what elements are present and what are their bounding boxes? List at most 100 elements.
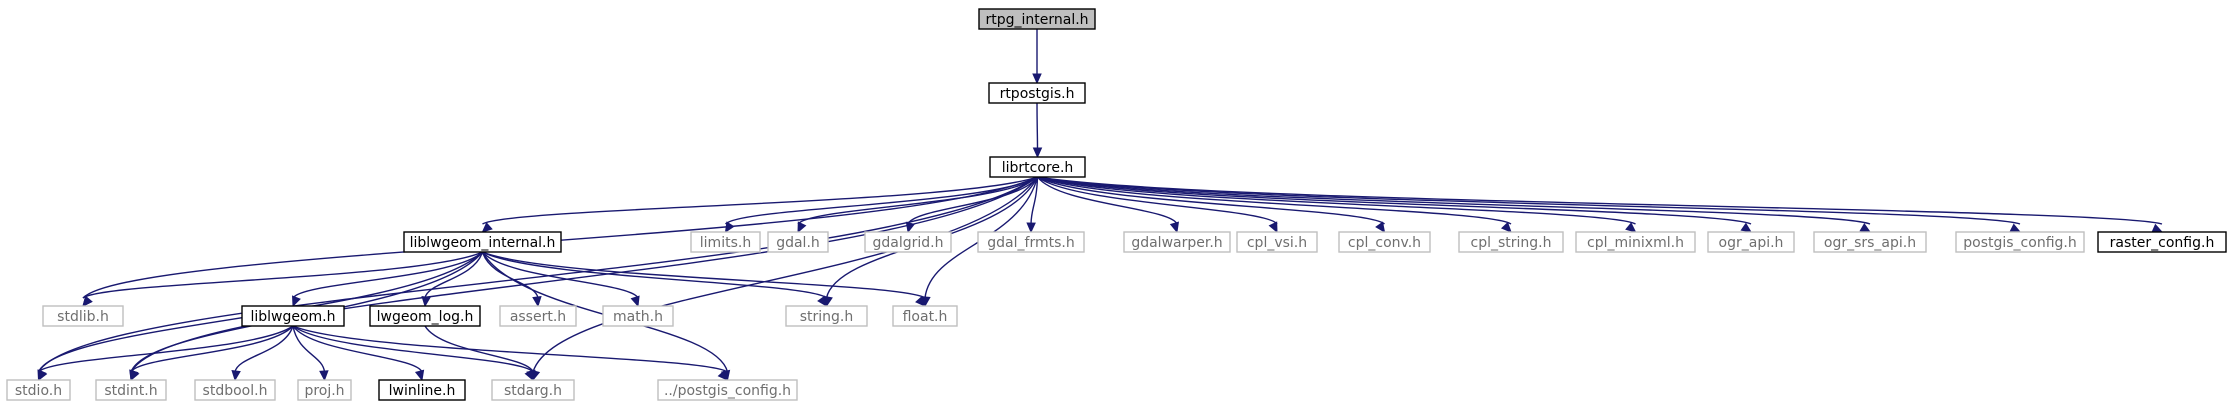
- node-box: [978, 8, 1096, 30]
- edge-librtcore-to-gdalgrid: [907, 176, 1039, 225]
- node-label: float.h: [903, 309, 948, 325]
- arrowhead-liblwgeom-to-stdint: [129, 369, 139, 382]
- node-stdio: stdio.h: [6, 379, 71, 401]
- node-cpl-string: cpl_string.h: [1458, 231, 1564, 253]
- edge-liblwgeom-to-stdio: [37, 325, 294, 373]
- node-box: [194, 379, 276, 401]
- node-stdarg: stdarg.h: [491, 379, 575, 401]
- node-label: string.h: [800, 309, 854, 325]
- node-label: rtpg_internal.h: [985, 12, 1088, 28]
- node-postgis-config: postgis_config.h: [1955, 231, 2085, 253]
- arrowhead-librtcore-to-ogr_srs_api: [1859, 223, 1872, 233]
- edge-liblwgeom-to-stdint: [130, 325, 294, 373]
- node-box: [1707, 231, 1795, 253]
- node-cpl-vsi: cpl_vsi.h: [1236, 231, 1318, 253]
- edge-liblwgeom-to-lwinline: [292, 325, 423, 373]
- node-librtcore[interactable]: librtcore.h: [989, 156, 1086, 178]
- node-label: limits.h: [700, 235, 751, 251]
- node-label: liblwgeom_internal.h: [410, 235, 556, 251]
- arrowhead-librtcore-to-raster_config: [2151, 223, 2164, 233]
- node-box: [988, 82, 1086, 104]
- node-rtpg-internal[interactable]: rtpg_internal.h: [978, 8, 1096, 30]
- node-label: raster_config.h: [2110, 235, 2215, 251]
- node-gdal: gdal.h: [767, 231, 829, 253]
- node-label: stdio.h: [15, 383, 62, 399]
- arrowhead-liblwgeom_internal-to-liblwgeom: [292, 295, 301, 308]
- node-lwinline[interactable]: lwinline.h: [378, 379, 466, 401]
- node-liblwgeom[interactable]: liblwgeom.h: [241, 305, 345, 327]
- node-label: ogr_srs_api.h: [1824, 235, 1916, 251]
- node-layer: rtpg_internal.h rtpostgis.h librtcore.h lib…: [6, 8, 2227, 401]
- node-rtpostgis[interactable]: rtpostgis.h: [988, 82, 1086, 104]
- node-box: [1458, 231, 1564, 253]
- node-box: [403, 231, 562, 253]
- node-label: ogr_api.h: [1719, 235, 1784, 251]
- node-ogr-srs-api: ogr_srs_api.h: [1813, 231, 1927, 253]
- arrowhead-librtcore-to-liblwgeom_internal: [481, 222, 493, 233]
- node-box: [690, 231, 761, 253]
- edge-librtcore-to-cpl_vsi: [1037, 176, 1278, 225]
- node-label: cpl_minixml.h: [1587, 235, 1684, 251]
- node-label: gdalgrid.h: [873, 235, 944, 251]
- node-box: [1575, 231, 1696, 253]
- node-box: [1236, 231, 1318, 253]
- arrowhead-liblwgeom-to-proj: [319, 370, 329, 382]
- node-box: [297, 379, 352, 401]
- node-box: [1123, 231, 1231, 253]
- node-box: [657, 379, 798, 401]
- node-lwgeom-log[interactable]: lwgeom_log.h: [369, 305, 481, 327]
- node-label: math.h: [613, 309, 663, 325]
- node-box: [491, 379, 575, 401]
- edge-librtcore-to-cpl_minixml: [1037, 176, 1636, 225]
- arrowhead-liblwgeom_internal-to-math: [630, 295, 640, 308]
- arrowhead-lwgeom_log-to-stdarg: [526, 369, 536, 382]
- node-box: [1338, 231, 1431, 253]
- node-label: gdal_frmts.h: [987, 235, 1074, 251]
- node-box: [499, 305, 577, 327]
- edge-liblwgeom-to-postgis_config_rel: [292, 325, 728, 373]
- node-box: [6, 379, 71, 401]
- node-assert: assert.h: [499, 305, 577, 327]
- node-stdint: stdint.h: [95, 379, 167, 401]
- node-raster-config[interactable]: raster_config.h: [2097, 231, 2227, 253]
- edge-liblwgeom_internal-to-float: [482, 251, 926, 299]
- node-label: stdlib.h: [57, 309, 109, 325]
- edge-librtcore-to-ogr_api: [1037, 176, 1752, 225]
- arrowhead-librtcore-to-cpl_string: [1500, 221, 1512, 233]
- arrowhead-liblwgeom-to-postgis_config_rel: [717, 369, 729, 381]
- node-box: [864, 231, 952, 253]
- node-label: cpl_conv.h: [1348, 235, 1421, 251]
- edge-librtcore-to-stdio: [37, 176, 1038, 373]
- arrowhead-liblwgeom_internal-to-stdlib: [82, 295, 93, 307]
- arrowhead-librtcore-to-gdalwarper: [1169, 221, 1180, 234]
- node-gdal-frmts: gdal_frmts.h: [977, 231, 1085, 253]
- node-proj: proj.h: [297, 379, 352, 401]
- edge-librtcore-to-cpl_string: [1037, 176, 1512, 225]
- node-liblwgeom-internal[interactable]: liblwgeom_internal.h: [403, 231, 562, 253]
- arrowhead-rtpostgis-to-librtcore: [1032, 147, 1043, 159]
- node-label: librtcore.h: [1002, 160, 1074, 176]
- edge-librtcore-to-ogr_srs_api: [1037, 176, 1871, 225]
- node-label: assert.h: [510, 309, 566, 325]
- edge-layer: [37, 28, 2164, 382]
- edge-librtcore-to-stdint: [130, 176, 1038, 373]
- node-box: [892, 305, 958, 327]
- arrowhead-liblwgeom-to-lwinline: [414, 369, 425, 382]
- node-box: [1813, 231, 1927, 253]
- node-label: rtpostgis.h: [1000, 86, 1075, 102]
- node-ogr-api: ogr_api.h: [1707, 231, 1795, 253]
- node-box: [977, 231, 1085, 253]
- arrowhead-librtcore-to-ogr_api: [1740, 222, 1753, 233]
- node-math: math.h: [602, 305, 674, 327]
- node-box: [378, 379, 466, 401]
- node-stdbool: stdbool.h: [194, 379, 276, 401]
- node-box: [369, 305, 481, 327]
- node-label: gdal.h: [776, 235, 820, 251]
- node-limits: limits.h: [690, 231, 761, 253]
- arrowhead-librtcore-to-postgis_config: [2009, 223, 2022, 233]
- node-label: gdalwarper.h: [1131, 235, 1222, 251]
- edge-librtcore-to-liblwgeom_internal: [482, 176, 1038, 225]
- node-label: stdarg.h: [504, 383, 562, 399]
- node-box: [241, 305, 345, 327]
